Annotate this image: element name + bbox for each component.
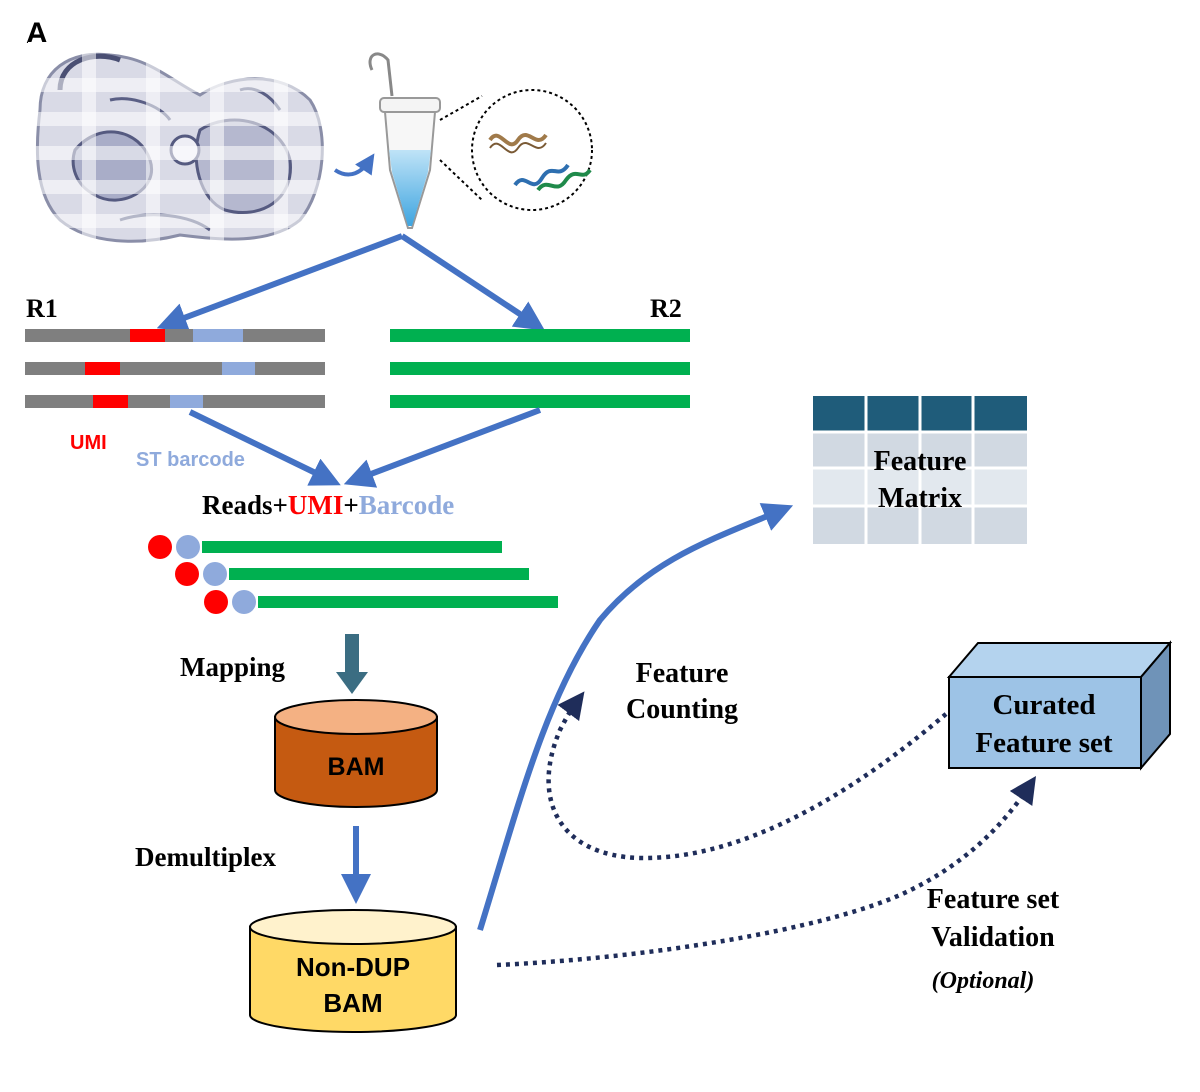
r2-read [390, 362, 690, 375]
r1-label: R1 [26, 294, 58, 323]
feature-counting-line1: Feature [636, 658, 729, 689]
r2-label: R2 [650, 294, 682, 323]
combined-reads [148, 535, 558, 614]
umi-dot [148, 535, 172, 559]
feature-matrix-line1: Feature [874, 446, 967, 477]
combined-read [202, 541, 502, 553]
curated-line2: Feature set [975, 727, 1112, 759]
demultiplex-label: Demultiplex [135, 842, 276, 872]
tissue-section-image [28, 42, 328, 252]
nondup-bam-cylinder [249, 909, 457, 1033]
barcode-segment [170, 395, 203, 408]
bam-label: BAM [328, 753, 385, 781]
umi-dot [204, 590, 228, 614]
combined-read [258, 596, 558, 608]
mapping-arrow [336, 634, 368, 694]
tube-icon [368, 52, 441, 229]
umi-segment [130, 329, 165, 342]
tube-to-r2-arrow [400, 233, 546, 331]
umi-dot [175, 562, 199, 586]
panel-label: A [26, 17, 48, 50]
r2-to-combined-arrow [343, 407, 542, 488]
combined-label: Reads+UMI+Barcode [202, 490, 454, 520]
umi-segment [93, 395, 128, 408]
umi-segment [85, 362, 120, 375]
r1-reads [25, 329, 325, 408]
nondup-label-line1: Non-DUP [296, 952, 410, 982]
tube-to-r1-arrow [156, 233, 404, 332]
r1-read [25, 362, 325, 375]
feature-counting-arrow [477, 503, 794, 931]
validation-note: (Optional) [932, 968, 1035, 994]
feature-matrix-line2: Matrix [878, 483, 962, 514]
barcode-label: ST barcode [136, 449, 245, 471]
barcode-segment [222, 362, 255, 375]
r2-reads [390, 329, 690, 408]
r2-read [390, 395, 690, 408]
r2-read [390, 329, 690, 342]
umi-label: UMI [70, 432, 107, 454]
validation-line2: Validation [931, 922, 1055, 953]
bam-cylinder [274, 699, 438, 808]
validation-line1: Feature set [927, 884, 1060, 915]
nondup-label-line2: BAM [323, 988, 382, 1018]
dna-icon [439, 89, 593, 211]
barcode-dot [203, 562, 227, 586]
curated-to-counting-dotted-arrow [546, 691, 948, 861]
feature-counting-line2: Counting [626, 694, 738, 725]
r1-to-combined-arrow [188, 409, 341, 486]
barcode-dot [232, 590, 256, 614]
mapping-label: Mapping [180, 652, 286, 682]
curated-feature-set-box [946, 640, 1173, 771]
barcode-dot [176, 535, 200, 559]
barcode-segment [193, 329, 243, 342]
tissue-to-tube-arrow [333, 153, 375, 177]
curated-line1: Curated [992, 689, 1095, 721]
r1-read [25, 329, 325, 342]
feature-matrix-table [813, 396, 1027, 544]
combined-read [229, 568, 529, 580]
